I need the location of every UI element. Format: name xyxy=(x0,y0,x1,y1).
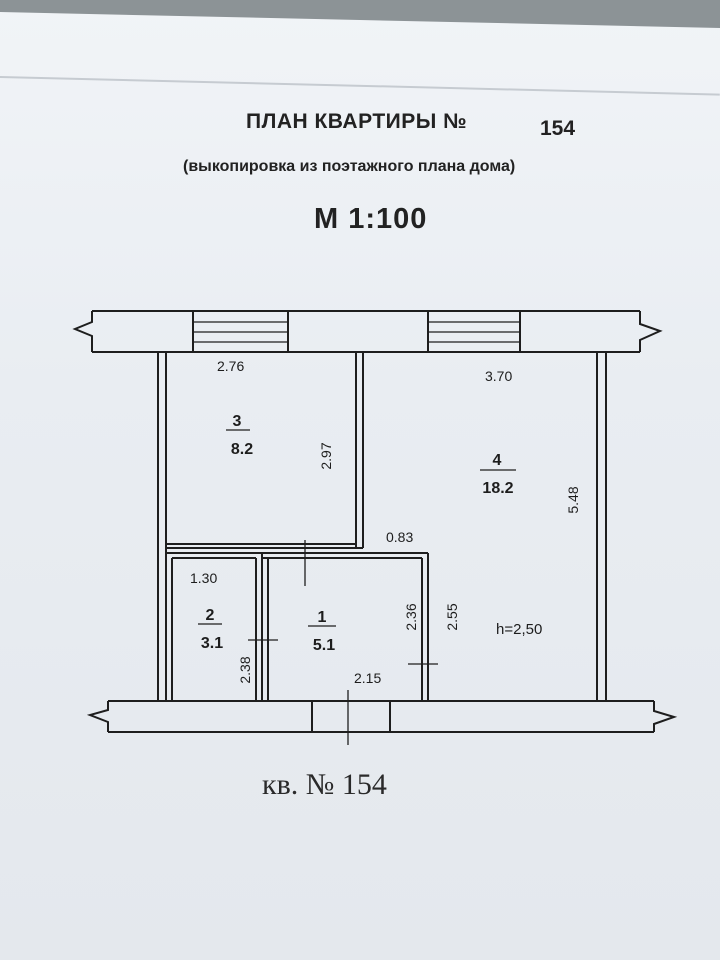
plan-scale: М 1:100 xyxy=(314,203,428,235)
window-left xyxy=(193,321,288,343)
room-3-number: 3 xyxy=(233,413,242,430)
apartment-caption: кв. № 154 xyxy=(262,768,387,801)
apartment-number: 154 xyxy=(540,117,576,140)
room-2-label: 2 3.1 xyxy=(198,607,223,652)
room-2-length-dimension: 2.38 xyxy=(237,656,253,683)
left-wall xyxy=(157,352,167,701)
plan-subtitle: (выкопировка из поэтажного плана дома) xyxy=(183,158,516,175)
room-3-label: 3 8.2 xyxy=(226,413,253,458)
room-1-area: 5.1 xyxy=(313,637,335,654)
room-3-width-dimension: 2.76 xyxy=(217,358,244,374)
room-2-number: 2 xyxy=(206,607,215,624)
room-2-walls xyxy=(166,552,278,701)
top-exterior-wall xyxy=(72,310,663,353)
room-4-number: 4 xyxy=(493,452,502,469)
plan-title: ПЛАН КВАРТИРЫ № xyxy=(246,110,468,133)
room-3-area: 8.2 xyxy=(231,441,253,458)
room-4-area: 18.2 xyxy=(482,480,513,497)
room-4-label: 4 18.2 xyxy=(480,452,516,497)
window-right xyxy=(428,321,520,343)
room-1-label: 1 5.1 xyxy=(308,609,336,654)
room-4-width-dimension: 3.70 xyxy=(485,368,512,384)
room-2-width-dimension: 1.30 xyxy=(190,570,217,586)
room-3-length-dimension: 2.97 xyxy=(318,442,334,469)
room-4-lower-length-dimension: 2.55 xyxy=(444,603,460,630)
ceiling-height: h=2,50 xyxy=(496,621,542,638)
step-dimension: 0.83 xyxy=(386,529,413,545)
room-3-walls xyxy=(166,352,364,549)
room-1-number: 1 xyxy=(318,609,327,626)
room-2-area: 3.1 xyxy=(201,635,223,652)
room-1-length-dimension: 2.36 xyxy=(403,603,419,630)
right-wall xyxy=(596,352,607,701)
room-4-length-dimension: 5.48 xyxy=(565,486,581,513)
room-1-width-dimension: 2.15 xyxy=(354,670,381,686)
room-1-walls xyxy=(261,540,438,701)
bottom-exterior-wall xyxy=(86,690,678,745)
